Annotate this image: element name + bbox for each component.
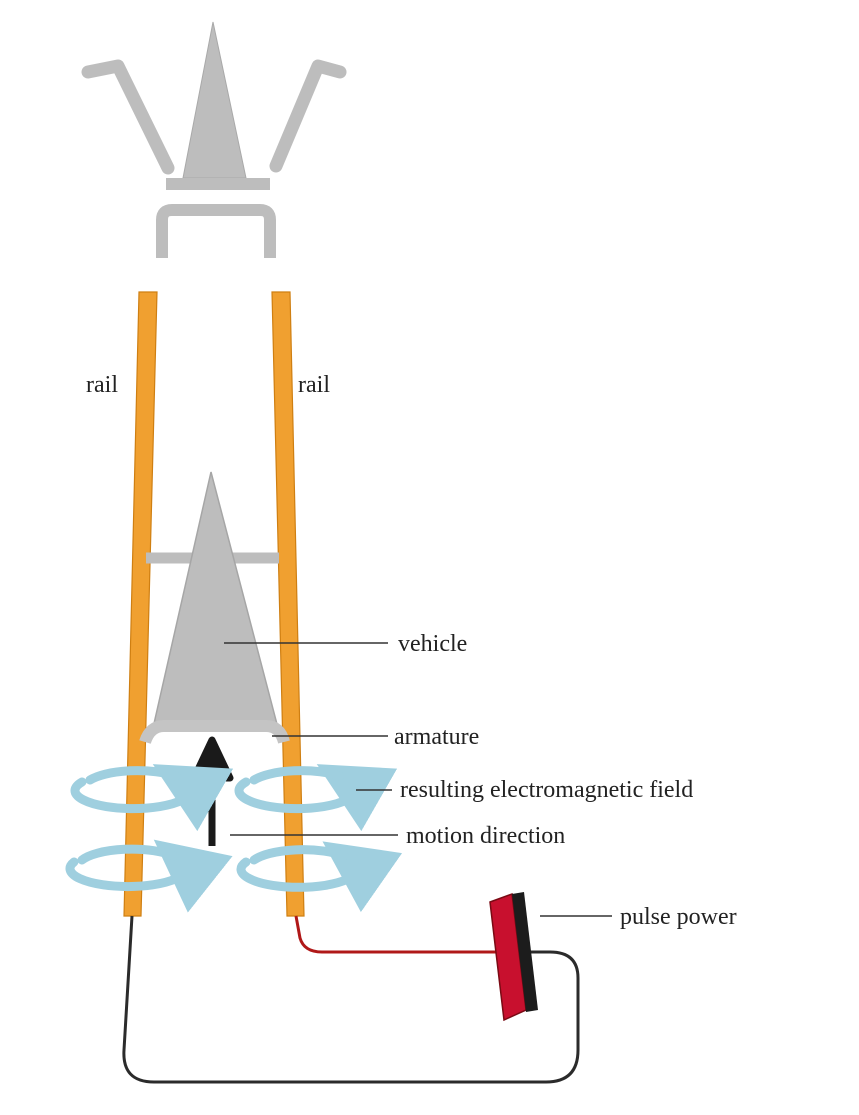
exploded-vehicle-cone — [182, 21, 247, 179]
label-vehicle: vehicle — [398, 631, 467, 657]
circular-arrow-icon — [70, 764, 234, 832]
rail-right — [271, 291, 305, 917]
label-field: resulting electromagnetic field — [400, 777, 693, 803]
circular-arrow-icon — [249, 845, 349, 865]
circuit — [122, 915, 580, 1084]
circular-arrow-icon — [249, 766, 345, 785]
label-rail-right: rail — [298, 372, 330, 398]
leaders — [224, 642, 612, 917]
exploded-armature — [156, 204, 276, 258]
rail-left — [123, 291, 158, 917]
exploded-view — [81, 21, 347, 258]
pulse-power-source — [489, 892, 538, 1022]
exploded-left-fin — [81, 59, 175, 175]
rails — [123, 291, 305, 917]
circular-arrow-icon — [77, 844, 179, 865]
motion-arrow-icon — [190, 736, 234, 846]
vehicle-body — [152, 471, 279, 729]
vehicle-assembly — [139, 471, 290, 846]
field-arrows — [65, 764, 403, 913]
circular-arrow-icon — [234, 764, 398, 832]
exploded-vehicle-base — [166, 178, 270, 190]
power-plate-black — [512, 892, 538, 1012]
circular-arrow-icon — [85, 766, 181, 785]
armature — [139, 720, 290, 745]
circular-arrow-icon — [236, 841, 403, 913]
label-pulse-power: pulse power — [620, 904, 737, 930]
label-rail-left: rail — [86, 372, 118, 398]
label-motion-direction: motion direction — [406, 823, 565, 849]
circular-arrow-icon — [65, 839, 233, 913]
exploded-right-fin — [269, 59, 347, 173]
wire-black — [122, 915, 580, 1084]
wire-red — [294, 915, 496, 954]
label-armature: armature — [394, 724, 479, 750]
labels: rail rail vehicle armature resulting ele… — [86, 372, 737, 930]
